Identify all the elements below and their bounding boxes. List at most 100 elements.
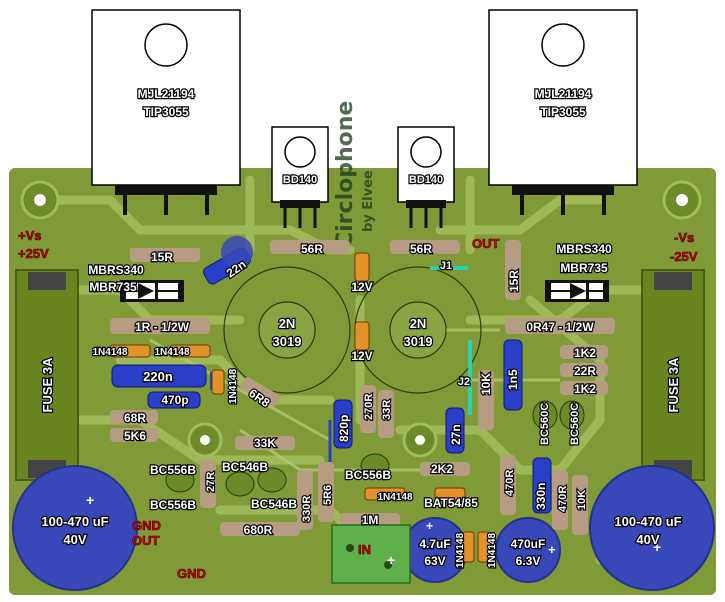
lbl-bat: BAT54/85 — [424, 496, 478, 510]
lbl-bc556b-c: BC556B — [345, 468, 391, 482]
lbl-2k2: 2K2 — [431, 462, 453, 476]
lbl-gnd-out-2: OUT — [132, 533, 160, 548]
lbl-1k2-a: 1K2 — [574, 346, 596, 360]
ns-right-l2: 3019 — [404, 334, 433, 349]
watermark-name: Circlophone — [333, 101, 358, 248]
lbl-27r: 27R — [205, 472, 217, 492]
lbl-68r: 68R — [124, 411, 146, 425]
lbl-out: OUT — [472, 236, 500, 251]
lbl-270r: 270R — [363, 394, 375, 420]
power-transistor-left: MJL21194 TIP3055 — [91, 9, 241, 215]
input-connector — [331, 524, 411, 584]
lbl-15r-left: 15R — [151, 250, 173, 264]
svg-text:+: + — [548, 542, 556, 557]
svg-text:+: + — [426, 519, 433, 533]
drv-right-label: BD140 — [409, 174, 443, 186]
power-labels: +Vs +25V -Vs -25V OUT IN GND GND OUT — [18, 228, 698, 582]
lbl-15r-right: 15R — [507, 270, 521, 292]
lbl-470r-a: 470R — [504, 470, 516, 496]
lbl-bc546b-b: BC546B — [251, 497, 297, 511]
cap-470uf-l1: 470uF — [511, 537, 546, 551]
lbl-1k2-b: 1K2 — [574, 382, 596, 396]
lbl-33r: 33R — [381, 400, 393, 420]
fuse-left-label: FUSE 3A — [40, 357, 55, 413]
cap-47uf: 4.7uF 63V + — [402, 517, 468, 583]
lbl-1n4148-d: 1N4148 — [377, 492, 412, 503]
lbl-10k-a: 10K — [479, 373, 493, 395]
labels: 15R 56R 56R 15R 22n 12V 12V 1R - 1/2W 0R… — [87, 241, 613, 569]
small-transistors — [165, 400, 585, 497]
lbl-470r-b: 470R — [557, 486, 569, 512]
lbl-gnd-out-1: GND — [132, 518, 161, 533]
resistor-pads — [110, 240, 615, 536]
lbl-56r-right: 56R — [410, 242, 432, 256]
lbl-bc560c-b: BC560C — [569, 403, 581, 445]
lbl-in: IN — [358, 542, 371, 557]
lbl-j2: J2 — [458, 376, 470, 388]
ns-left-l2: 3019 — [273, 334, 302, 349]
pt-left-l1: MJL21194 — [138, 87, 195, 101]
lbl-j1: J1 — [440, 260, 452, 272]
lbl-10k-b: 10K — [576, 490, 588, 510]
watermark-by: by Elvee — [361, 170, 376, 232]
lbl-bc546b-a: BC546B — [222, 460, 268, 474]
lbl-0r47: 0R47 - 1/2W — [526, 320, 594, 334]
lbl-1n4148-f: 1N4148 — [487, 533, 498, 568]
cap-470uf: 470uF 6.3V + — [495, 517, 561, 583]
transistor-2n3019-right: 2N 3019 — [354, 266, 482, 394]
pt-right-l1: MJL21194 — [535, 87, 592, 101]
schottky-left — [120, 280, 184, 302]
lbl-vs-pos-2: +25V — [18, 246, 49, 261]
lbl-27n: 27n — [449, 424, 463, 445]
cap-big-left-l1: 100-470 uF — [41, 514, 108, 529]
pt-left-l2: TIP3055 — [143, 105, 189, 119]
lbl-mbrs-r2: MBR735 — [560, 261, 608, 275]
svg-text:+: + — [387, 552, 395, 568]
cap-big-right-l1: 100-470 uF — [614, 514, 681, 529]
lbl-56r-left: 56R — [301, 242, 323, 256]
lbl-1n4148-c: 1N4148 — [228, 369, 239, 404]
lbl-1n4148-b: 1N4148 — [154, 347, 189, 358]
mounting-holes — [20, 180, 702, 458]
in-pad-1 — [346, 544, 354, 552]
lbl-33k: 33K — [254, 436, 276, 450]
cap-big-left-l2: 40V — [63, 532, 86, 547]
cap-big-left: + 100-470 uF 40V — [12, 465, 138, 591]
lbl-330n: 330n — [534, 483, 548, 510]
lbl-mbrs-l1: MBRS340 — [88, 263, 144, 277]
lbl-680r: 680R — [244, 523, 273, 537]
diodes — [109, 252, 491, 563]
fuse-right: FUSE 3A — [641, 269, 705, 481]
lbl-1r: 1R - 1/2W — [135, 320, 190, 334]
lbl-220n: 220n — [143, 369, 173, 384]
lbl-5k6: 5K6 — [124, 429, 146, 443]
fuse-left: FUSE 3A — [15, 269, 79, 481]
svg-text:+: + — [653, 539, 661, 555]
cap-big-right-l2: 40V — [636, 532, 659, 547]
transistor-2n3019-left: 2N 3019 — [223, 266, 351, 394]
lbl-330r: 330R — [301, 496, 313, 522]
fuse-right-label: FUSE 3A — [666, 357, 681, 413]
lbl-bc556b-a: BC556B — [150, 463, 196, 477]
svg-text:+: + — [86, 492, 94, 508]
lbl-vs-pos-1: +Vs — [18, 228, 42, 243]
schottky-right — [545, 280, 609, 302]
driver-bd140-left: BD140 — [271, 126, 329, 228]
drv-left-label: BD140 — [283, 174, 317, 186]
lbl-470p: 470p — [161, 393, 188, 407]
cap-470uf-l2: 6.3V — [516, 554, 541, 568]
lbl-1m: 1M — [362, 513, 379, 527]
cap-47uf-l2: 63V — [424, 554, 445, 568]
lbl-22r: 22R — [574, 364, 596, 378]
in-pad-2 — [384, 561, 392, 569]
cap-22n-body — [221, 236, 253, 268]
pt-right-l2: TIP3055 — [540, 105, 586, 119]
lbl-12v-a: 12V — [351, 280, 372, 294]
lbl-1n4148-a: 1N4148 — [92, 347, 127, 358]
lbl-mbrs-r1: MBRS340 — [556, 242, 612, 256]
ns-right-l1: 2N — [410, 316, 427, 331]
cap-47uf-l1: 4.7uF — [419, 537, 450, 551]
lbl-gnd: GND — [177, 566, 206, 581]
lbl-12v-b: 12V — [351, 349, 372, 363]
